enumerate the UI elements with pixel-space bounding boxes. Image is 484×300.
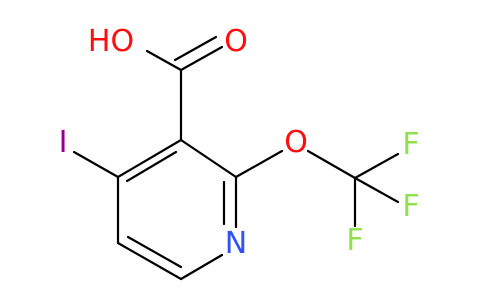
bond-c3-c4 [116,138,183,179]
fluorine-1-label: F [402,127,419,162]
ether-oxygen-label: O [284,125,308,160]
bond-carbonyl-1 [179,45,224,72]
fluorine-2-label: F [402,189,419,224]
carbonyl-oxygen-label: O [224,24,248,59]
bond-c3-c4-inner [125,150,178,183]
fluorine-3-label: F [346,223,363,258]
bond-carboxyl-hydroxyl [145,49,183,72]
bond-c5-c6-inner [126,235,183,269]
iodine-label: I [59,125,68,160]
bond-c6-n1 [179,253,224,281]
bonds [72,35,400,281]
hydroxyl-label: HO [88,24,134,59]
bond-cf3-f2 [353,176,400,204]
bond-ether-o-cf3 [306,149,357,180]
atom-labels: HO O I O N F F F [59,24,420,261]
bond-c5-c6 [116,241,183,281]
bond-cf3-f1 [353,152,400,180]
bond-c2-c3 [179,138,238,179]
ring-nitrogen-label: N [225,226,247,261]
bond-carbonyl-2 [173,35,218,62]
bond-c2-ether-o [234,149,284,179]
bond-c4-iodine [72,150,120,179]
